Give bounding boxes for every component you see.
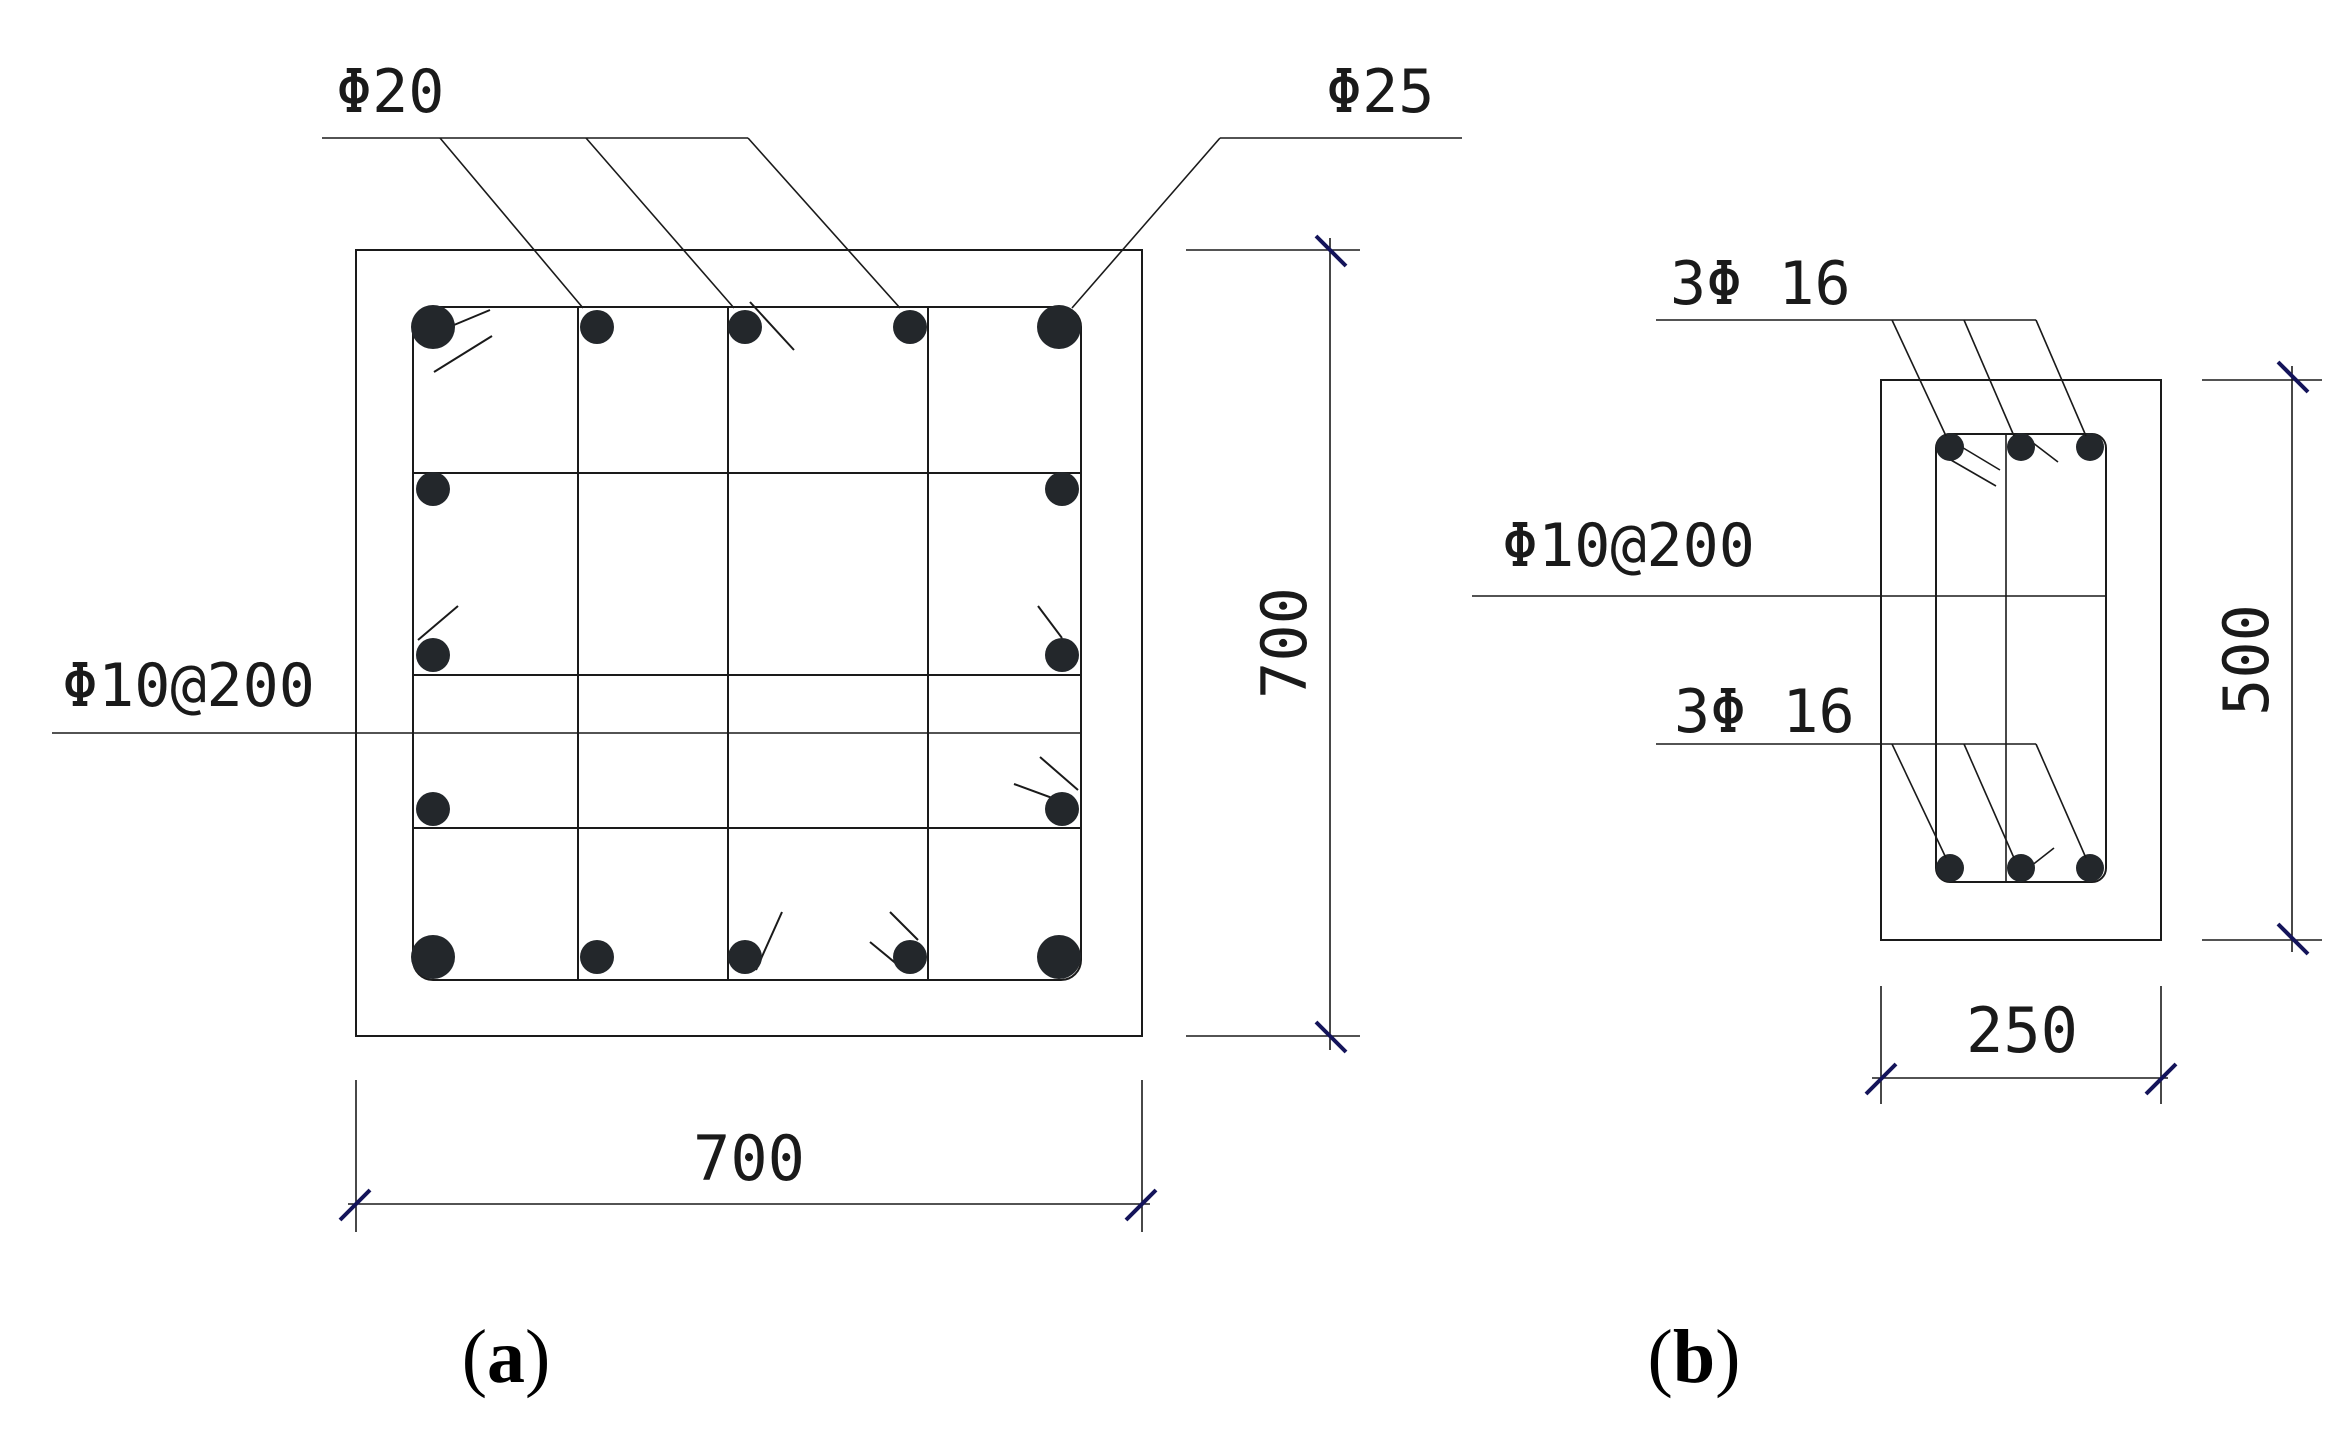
panel-a-column-section: Φ20 Φ25 Φ10@200 700 700 (a)	[52, 57, 1462, 1399]
rebar-bottom	[1936, 854, 1964, 882]
rebar-corner-bottom-left	[411, 935, 455, 979]
column-stirrup	[412, 306, 1082, 981]
rebar-corner-top-right	[1037, 305, 1081, 349]
column-stirrup-hooks	[417, 301, 1079, 971]
beam-stirrup	[1935, 433, 2107, 883]
label-rebar-phi20: Φ20	[336, 57, 444, 127]
rebar-top	[580, 310, 614, 344]
dimension-width-label: 250	[1966, 994, 2078, 1067]
dimension-height-label: 500	[2210, 604, 2283, 716]
rebar-left	[416, 472, 450, 506]
rebar-bottom	[2007, 854, 2035, 882]
rebar-bottom	[2076, 854, 2104, 882]
panel-b-beam-section: 3Φ 16 Φ10@200 3Φ 16 500 250 (b)	[1472, 249, 2322, 1399]
rebar-bottom	[580, 940, 614, 974]
beam-leader-lines	[1472, 319, 2106, 859]
label-stirrup: Φ10@200	[62, 651, 315, 721]
dimension-width-label: 700	[693, 1122, 805, 1195]
column-height-dimension: 700	[1186, 234, 1360, 1054]
rebar-top	[893, 310, 927, 344]
rebar-top	[1936, 433, 1964, 461]
rebar-left	[416, 792, 450, 826]
dimension-height-label: 700	[1248, 587, 1321, 699]
rebar-bottom	[893, 940, 927, 974]
caption-a: (a)	[462, 1315, 551, 1399]
rebar-left	[416, 638, 450, 672]
rebar-top	[2076, 433, 2104, 461]
beam-outline	[1880, 379, 2162, 941]
rebar-top	[2007, 433, 2035, 461]
label-top-rebar: 3Φ 16	[1670, 249, 1851, 319]
caption-b: (b)	[1648, 1315, 1741, 1399]
column-width-dimension: 700	[338, 1080, 1158, 1232]
column-rebar-corners	[411, 305, 1081, 979]
rebar-right	[1045, 792, 1079, 826]
beam-rebars	[1936, 433, 2104, 882]
rebar-corner-bottom-right	[1037, 935, 1081, 979]
beam-width-dimension: 250	[1864, 986, 2178, 1104]
column-rebar-intermediate	[416, 310, 1079, 974]
label-rebar-phi25: Φ25	[1326, 57, 1434, 127]
label-bottom-rebar: 3Φ 16	[1674, 677, 1855, 747]
column-outline	[355, 249, 1143, 1037]
rebar-top	[728, 310, 762, 344]
rebar-corner-top-left	[411, 305, 455, 349]
column-tie-grid	[413, 307, 1081, 980]
beam-stirrup-hooks	[1943, 435, 2059, 871]
column-leader-lines	[52, 137, 1462, 734]
rebar-bottom	[728, 940, 762, 974]
label-stirrup: Φ10@200	[1502, 511, 1755, 581]
rebar-right	[1045, 638, 1079, 672]
beam-height-dimension: 500	[2202, 360, 2322, 956]
rebar-right	[1045, 472, 1079, 506]
